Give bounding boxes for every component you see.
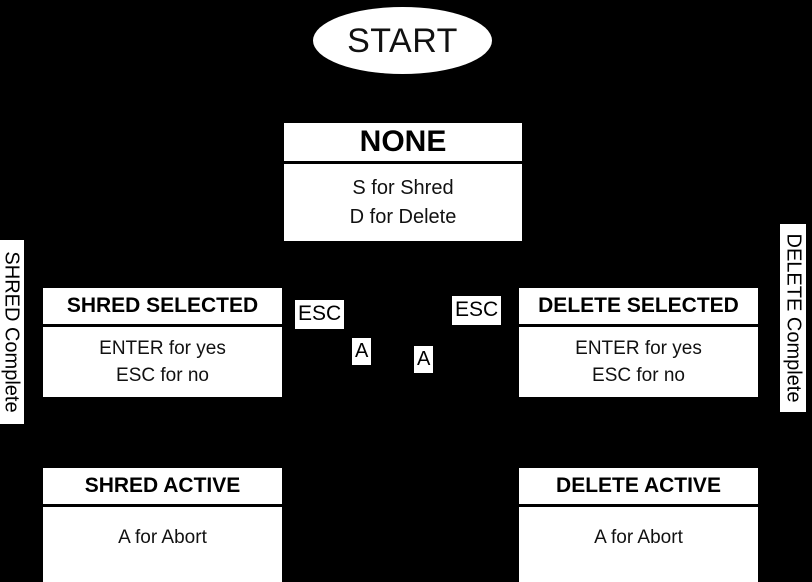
state-body-delete-active: A for Abort [594, 526, 683, 548]
edge-label-delete-complete: DELETE Complete [780, 224, 806, 412]
state-title-shred-selected: SHRED SELECTED [43, 288, 282, 327]
state-node-none[interactable]: NONE S for Shred D for Delete [284, 123, 522, 241]
state-title-none: NONE [284, 123, 522, 165]
edge-label-abort-shred: A [352, 338, 372, 366]
state-node-shred-active[interactable]: SHRED ACTIVE A for Abort [43, 468, 282, 582]
state-body-shred-active: A for Abort [118, 526, 207, 548]
state-body-shred-selected: ENTER for yes ESC for no [99, 337, 226, 386]
start-node-label: START [347, 21, 458, 60]
edge-label-shred-complete: SHRED Complete [0, 240, 24, 424]
state-title-shred-active: SHRED ACTIVE [43, 468, 282, 507]
edge-label-shred-complete-text: SHRED Complete [1, 251, 24, 413]
state-title-delete-selected: DELETE SELECTED [519, 288, 758, 327]
edge-label-abort-delete: A [414, 346, 434, 374]
edge-label-esc-shred: ESC [295, 300, 345, 329]
state-node-shred-selected[interactable]: SHRED SELECTED ENTER for yes ESC for no [43, 288, 282, 397]
state-node-delete-active[interactable]: DELETE ACTIVE A for Abort [519, 468, 758, 582]
state-node-delete-selected[interactable]: DELETE SELECTED ENTER for yes ESC for no [519, 288, 758, 397]
edge-label-delete-complete-text: DELETE Complete [782, 233, 804, 403]
state-title-delete-active: DELETE ACTIVE [519, 468, 758, 507]
start-node[interactable]: START [313, 7, 492, 74]
state-body-delete-selected: ENTER for yes ESC for no [575, 337, 702, 386]
edge-label-esc-delete: ESC [452, 296, 502, 325]
state-body-none: S for Shred D for Delete [349, 177, 457, 228]
